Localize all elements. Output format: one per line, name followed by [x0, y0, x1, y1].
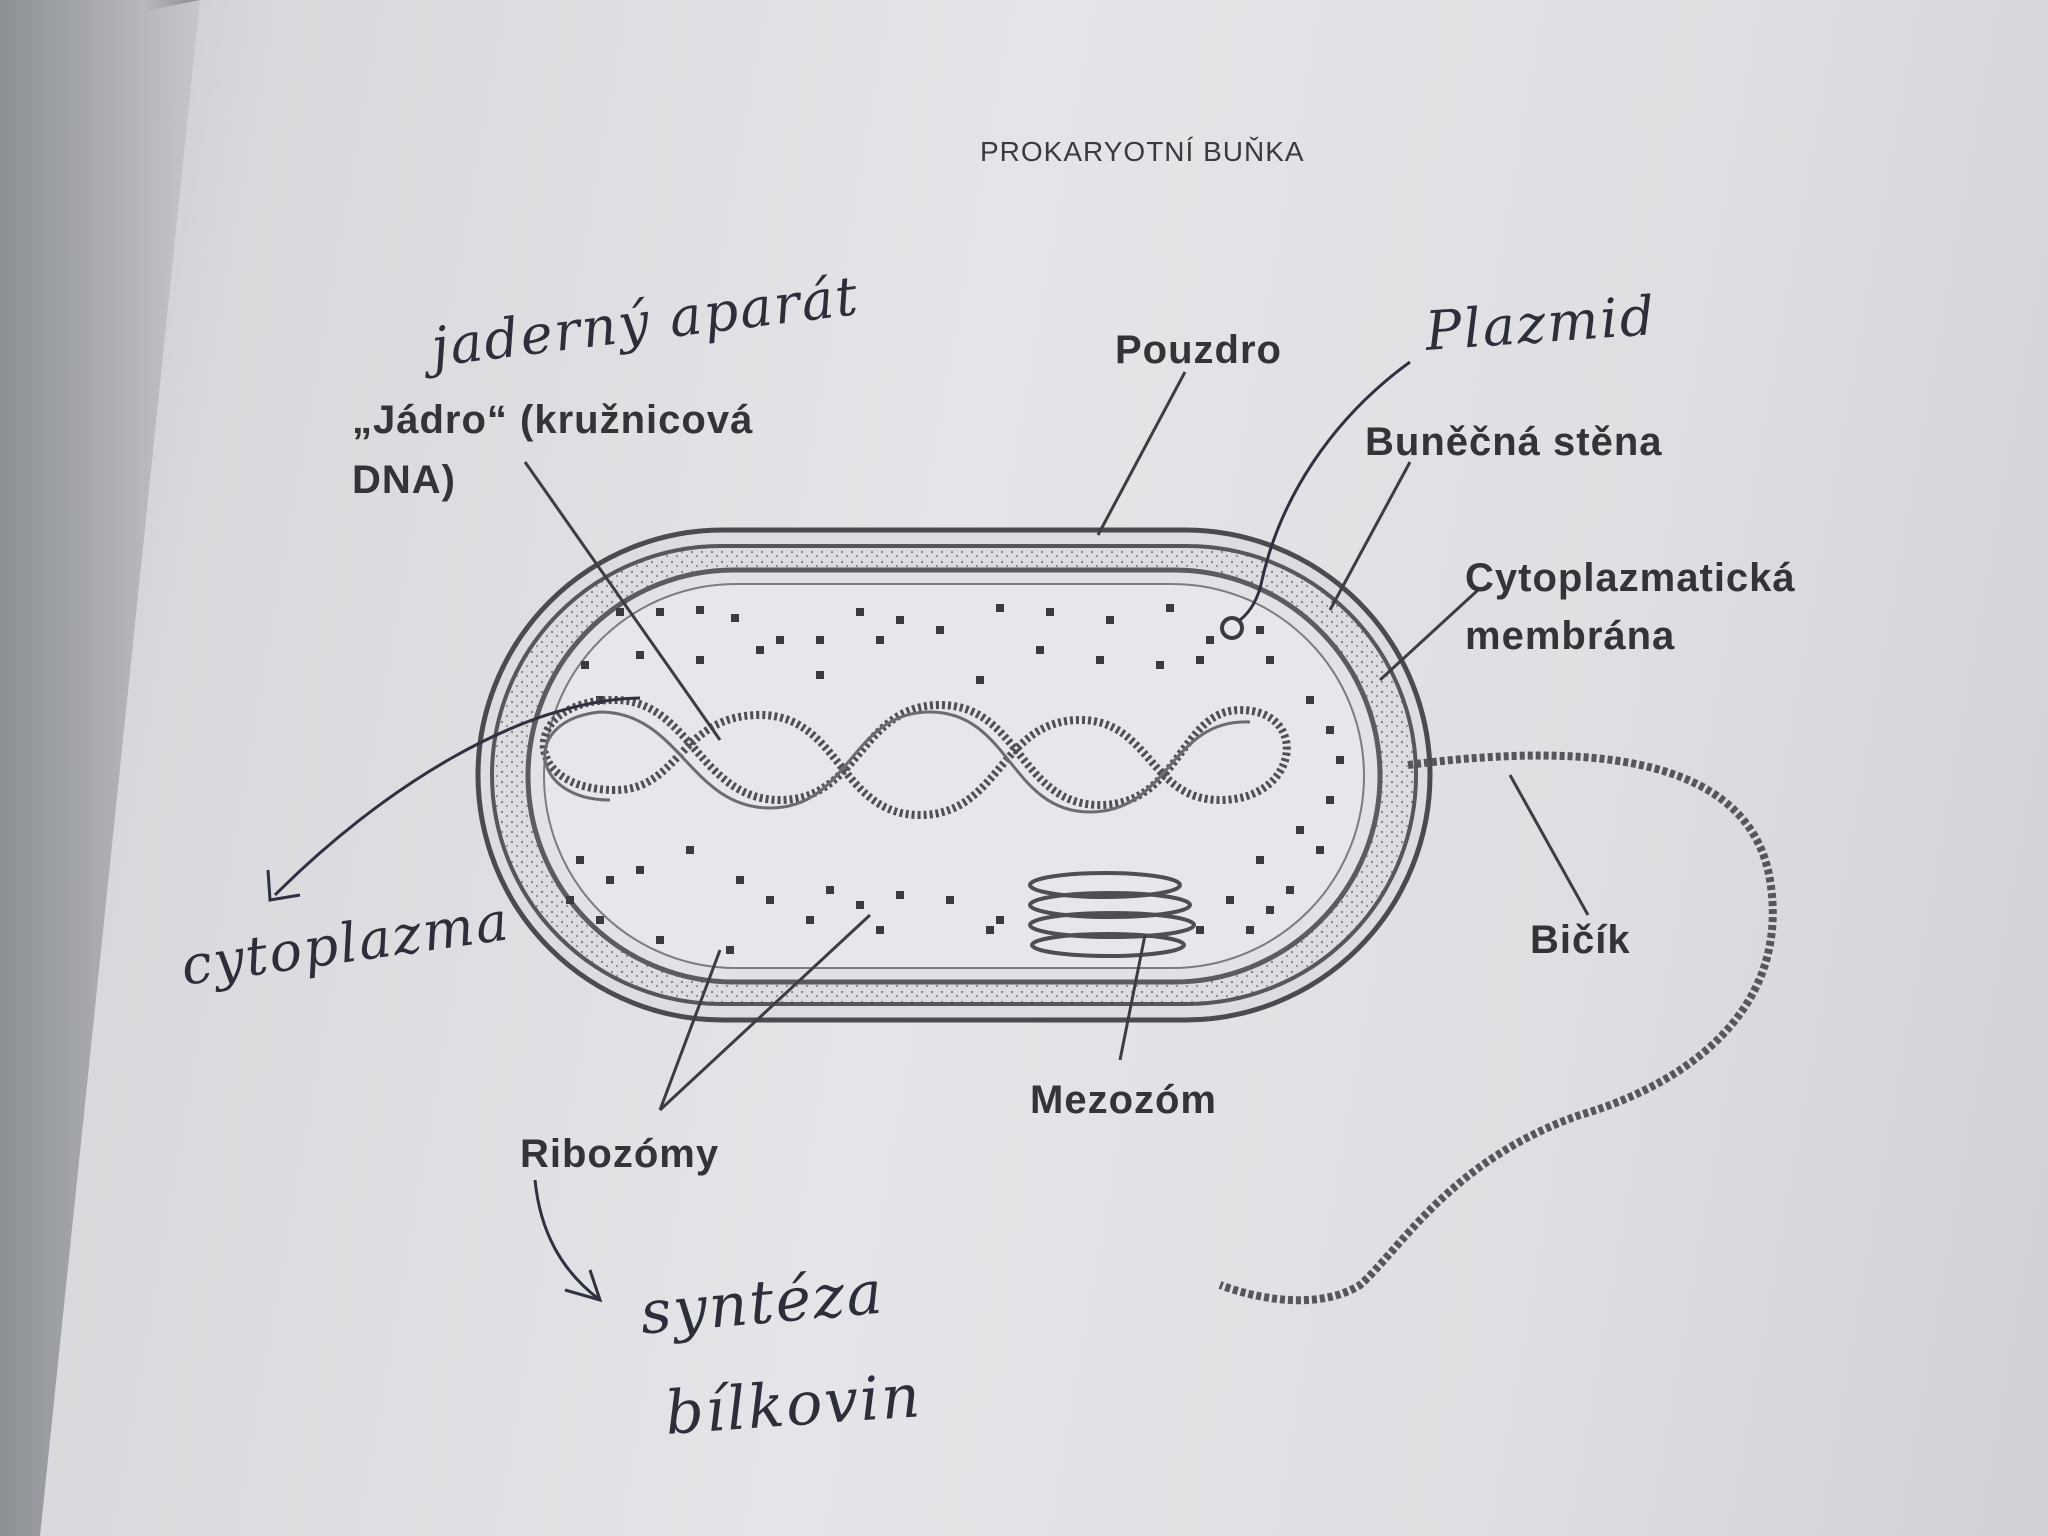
printed-leader-lines — [523, 371, 1590, 1112]
ribosome-dot — [736, 876, 744, 884]
ribosome-dot — [776, 636, 784, 644]
ribosome-dot — [656, 936, 664, 944]
ribosome-dot — [596, 916, 604, 924]
label-cell-wall: Buněčná stěna — [1365, 420, 1663, 464]
handwritten-arrows — [266, 360, 1411, 1303]
label-nucleoid-line2: DNA) — [352, 458, 456, 502]
ribosome-dot — [986, 926, 994, 934]
ribosome-dots — [566, 604, 1344, 954]
ribosome-dot — [896, 616, 904, 624]
mesosome-folds — [1028, 871, 1196, 958]
ribosome-dot — [1046, 608, 1054, 616]
ribosome-dot — [696, 606, 704, 614]
plasmid-ring — [1220, 616, 1244, 640]
ribosome-dot — [656, 608, 664, 616]
ribosome-dot — [686, 846, 694, 854]
ribosome-dot — [1266, 656, 1274, 664]
ribosome-dot — [1266, 906, 1274, 914]
ribosome-dot — [1256, 856, 1264, 864]
label-ribosomes: Ribozómy — [520, 1132, 720, 1176]
ribosome-dot — [596, 696, 604, 704]
ribosome-dot — [1166, 604, 1174, 612]
ribosome-dot — [896, 891, 904, 899]
cytoplasm-area — [543, 583, 1365, 969]
ribosome-dot — [696, 656, 704, 664]
ribosome-dot — [1296, 826, 1304, 834]
ribosome-dot — [976, 676, 984, 684]
ribosome-dot — [946, 896, 954, 904]
ribosome-dot — [1206, 636, 1214, 644]
label-mesosome: Mezozóm — [1030, 1078, 1217, 1122]
ribosome-dot — [1106, 616, 1114, 624]
label-cytoplasmic-membrane-line1: Cytoplazmatická — [1465, 556, 1796, 600]
ribosome-dot — [1306, 696, 1314, 704]
ribosome-dot — [1226, 896, 1234, 904]
ribosome-dot — [616, 608, 624, 616]
ribosome-dot — [1196, 926, 1204, 934]
ribosome-dot — [806, 916, 814, 924]
ribosome-dot — [816, 671, 824, 679]
ribosome-dot — [636, 651, 644, 659]
label-cytoplasmic-membrane-line2: membrána — [1465, 614, 1676, 658]
ribosome-dot — [756, 646, 764, 654]
ribosome-dot — [731, 614, 739, 622]
label-flagellum: Bičík — [1530, 918, 1631, 962]
ribosome-dot — [1096, 656, 1104, 664]
ribosome-dot — [576, 856, 584, 864]
ribosome-dot — [566, 896, 574, 904]
ribosome-dot — [996, 604, 1004, 612]
ribosome-dot — [1286, 886, 1294, 894]
ribosome-dot — [1036, 646, 1044, 654]
diagram-title: PROKARYOTNÍ BUŇKA — [980, 136, 1305, 167]
ribosome-dot — [726, 946, 734, 954]
ribosome-dot — [1156, 661, 1164, 669]
flagellum — [1218, 751, 1777, 1305]
ribosome-dot — [1326, 726, 1334, 734]
ribosome-dot — [1336, 756, 1344, 764]
ribosome-dot — [606, 876, 614, 884]
ribosome-dot — [1326, 796, 1334, 804]
dna-strand-b — [543, 710, 1251, 814]
ribosome-dot — [1246, 926, 1254, 934]
ribosome-dot — [816, 636, 824, 644]
ribosome-dot — [826, 886, 834, 894]
ribosome-dot — [996, 916, 1004, 924]
ribosome-dot — [856, 608, 864, 616]
ribosome-dot — [876, 926, 884, 934]
dna-strand-a — [539, 695, 1291, 820]
ribosome-dot — [1196, 656, 1204, 664]
ribosome-dot — [876, 636, 884, 644]
label-nucleoid-line1: „Jádro“ (kružnicová — [352, 398, 754, 442]
ribosome-dot — [636, 866, 644, 874]
ribosome-dot — [856, 901, 864, 909]
label-capsule: Pouzdro — [1115, 328, 1282, 372]
ribosome-dot — [936, 626, 944, 634]
ribosome-dot — [766, 896, 774, 904]
ribosome-dot — [581, 661, 589, 669]
ribosome-dot — [1316, 846, 1324, 854]
ribosome-dot — [1256, 626, 1264, 634]
